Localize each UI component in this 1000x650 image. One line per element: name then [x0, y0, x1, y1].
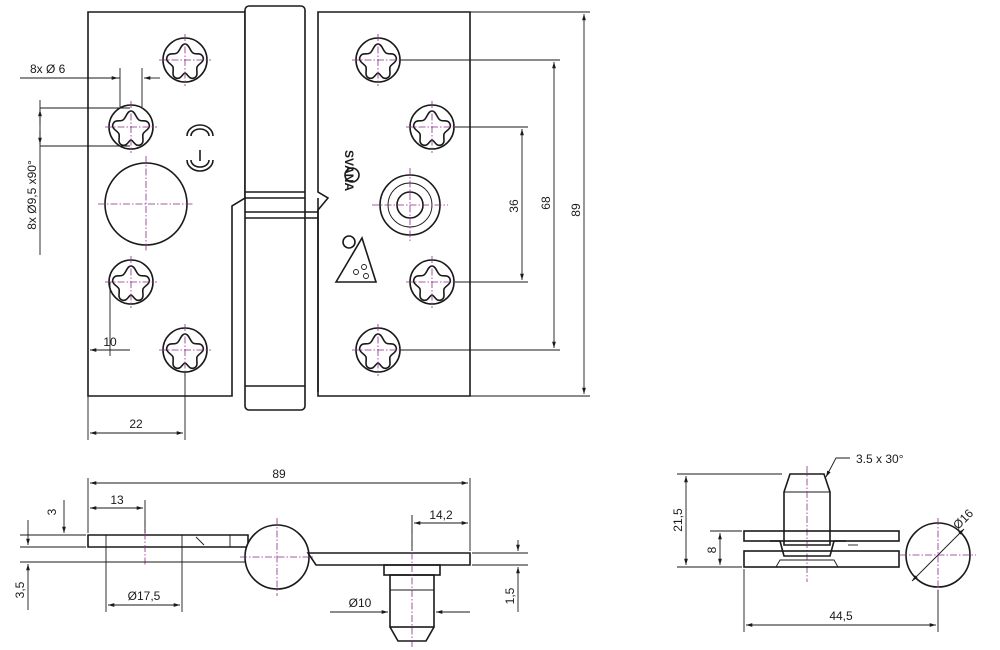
brand-logo: SVANA [334, 150, 378, 283]
dim-22: 22 [129, 417, 143, 431]
dim-8: 8 [705, 546, 719, 553]
screw-hole [351, 323, 405, 377]
knuckle-barrel [244, 5, 306, 411]
screw-hole [351, 33, 405, 87]
dim-1-5: 1,5 [503, 587, 517, 604]
screw-hole [158, 323, 212, 377]
dim-10-pin: Ø10 [349, 596, 372, 610]
dim-21-5: 21,5 [671, 508, 685, 532]
screw-hole [405, 100, 459, 154]
dim-68: 68 [539, 196, 553, 210]
screw-hole [405, 255, 459, 309]
direction-symbols [186, 124, 214, 172]
dim-44-5: 44,5 [829, 609, 853, 623]
dim-89-height: 89 [569, 203, 583, 217]
dim-3: 3 [45, 508, 59, 515]
svg-text:SVANA: SVANA [342, 150, 356, 191]
dim-36: 36 [507, 199, 521, 213]
side-view: 3.5 x 30° 21,5 8 Ø16 44,5 [671, 452, 976, 632]
section-view: 89 13 3 3,5 Ø17,5 Ø10 14,2 1,5 [13, 467, 528, 648]
dim-17-5: Ø17,5 [128, 589, 161, 603]
front-view: SVANA 89 68 36 22 10 [20, 5, 590, 440]
dim-14-2: 14,2 [429, 508, 453, 522]
dim-13: 13 [110, 493, 124, 507]
adjustment-ring [372, 168, 448, 242]
dim-3-5: 3,5 [13, 581, 27, 598]
dim-89-width: 89 [272, 467, 286, 481]
dim-chamfer: 3.5 x 30° [856, 452, 904, 466]
screw-hole [104, 255, 158, 309]
dim-10: 10 [103, 335, 117, 349]
dim-countersink: 8x Ø9,5 x90° [25, 160, 39, 230]
screw-hole [104, 100, 158, 154]
screw-hole [158, 33, 212, 87]
dim-holes-diameter: 8x Ø 6 [30, 62, 66, 76]
